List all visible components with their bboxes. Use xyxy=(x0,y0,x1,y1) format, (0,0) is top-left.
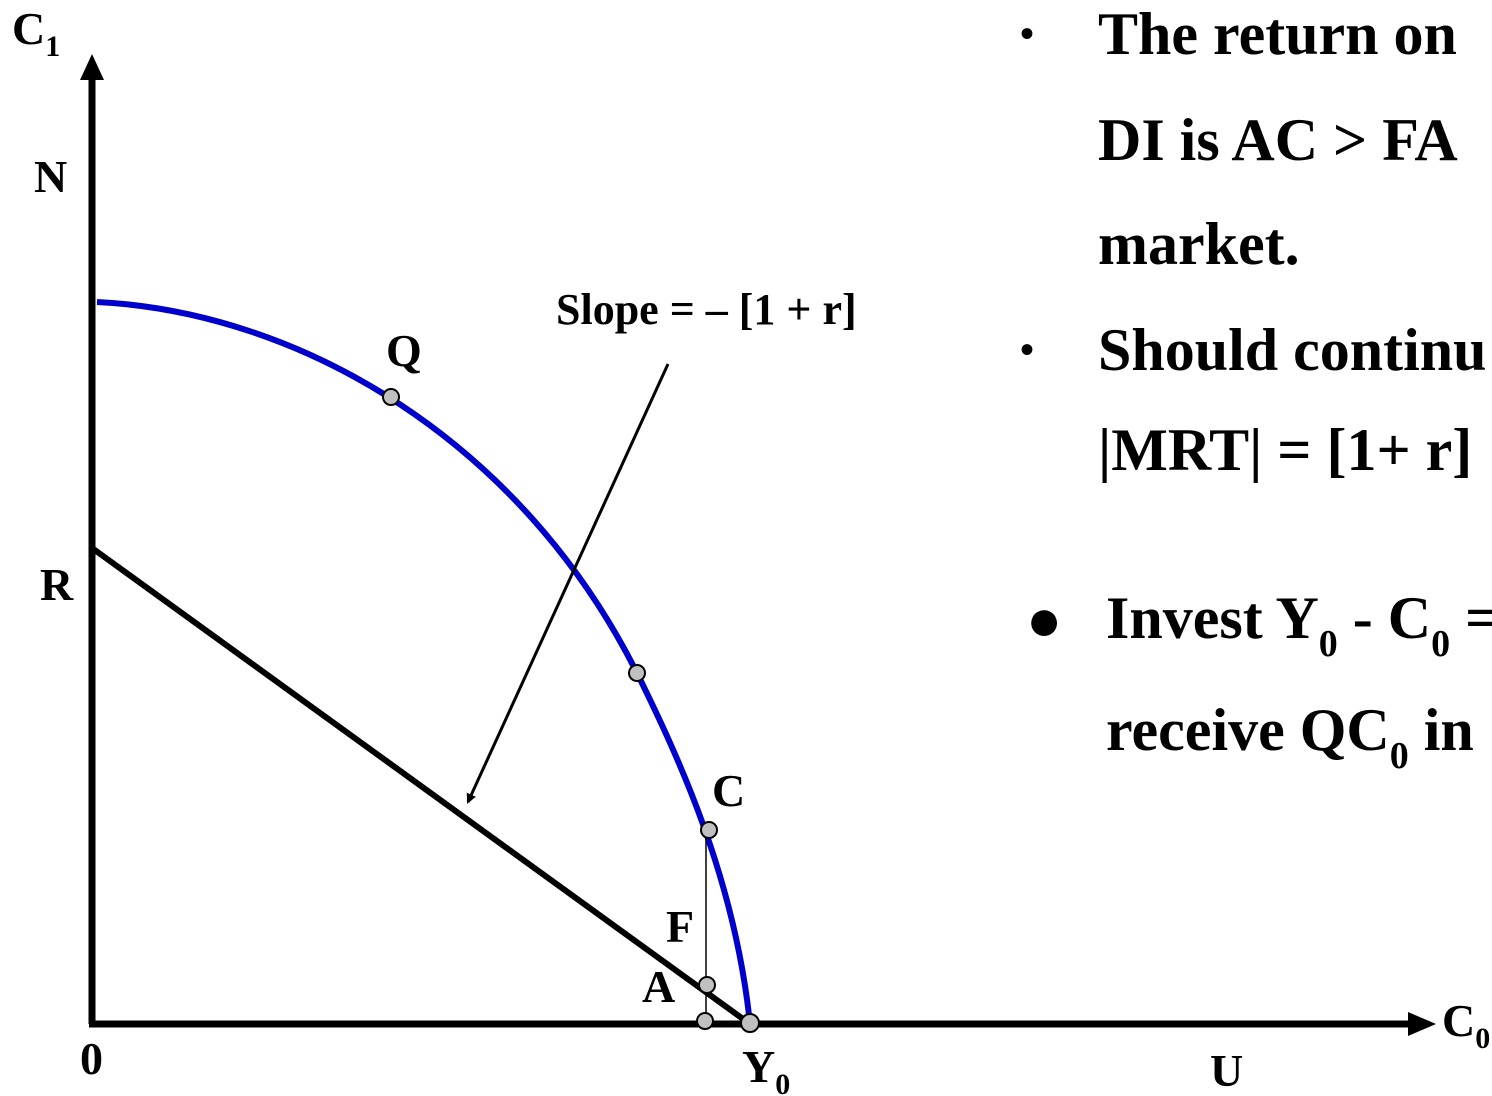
point-base-marker xyxy=(696,1012,714,1030)
bullet-1-line-3: market. xyxy=(1098,211,1300,277)
y-axis-arrowhead xyxy=(80,54,104,80)
point-c-marker xyxy=(700,821,718,839)
production-frontier xyxy=(96,299,753,1025)
point-a-marker xyxy=(698,976,716,994)
point-f-label: F xyxy=(666,901,694,952)
bullet-2-line-2: |MRT| = [1+ r] xyxy=(1098,417,1473,483)
slope-annotation: Slope = – [1 + r] xyxy=(556,285,857,334)
bullet-list: • The return on DI is AC > FA market. • … xyxy=(1020,0,1492,1096)
point-r-label: R xyxy=(40,559,74,610)
bullet-1-line-2: DI is AC > FA xyxy=(1098,107,1458,173)
x-axis-arrowhead xyxy=(1408,1012,1436,1036)
bullet-2-line-1: Should continu xyxy=(1098,317,1487,383)
y-axis-label: C1 xyxy=(12,3,60,63)
x-axis-label: C0 xyxy=(1442,995,1490,1055)
point-n-label: N xyxy=(34,151,67,202)
point-c-label: C xyxy=(712,765,745,816)
point-mid-marker xyxy=(628,664,646,682)
point-a-label: A xyxy=(642,961,675,1012)
bullet-1-marker: • xyxy=(1020,11,1035,56)
point-y0-marker xyxy=(740,1013,760,1033)
market-line xyxy=(90,545,752,1027)
point-q-marker xyxy=(382,388,400,406)
origin-label: 0 xyxy=(80,1033,103,1084)
point-u-label: U xyxy=(1210,1045,1243,1096)
bullet-3-line-1: Invest Y0 - C0 = xyxy=(1106,585,1492,665)
bullet-3-line-2: receive QC0 in xyxy=(1106,697,1474,777)
slope-arrow xyxy=(466,363,670,804)
bullet-1-line-1: The return on xyxy=(1098,1,1457,67)
point-q-label: Q xyxy=(386,325,422,376)
y0-label: Y0 xyxy=(742,1041,790,1096)
bullet-3-marker: ● xyxy=(1026,587,1063,653)
bullet-2-marker: • xyxy=(1020,327,1035,372)
